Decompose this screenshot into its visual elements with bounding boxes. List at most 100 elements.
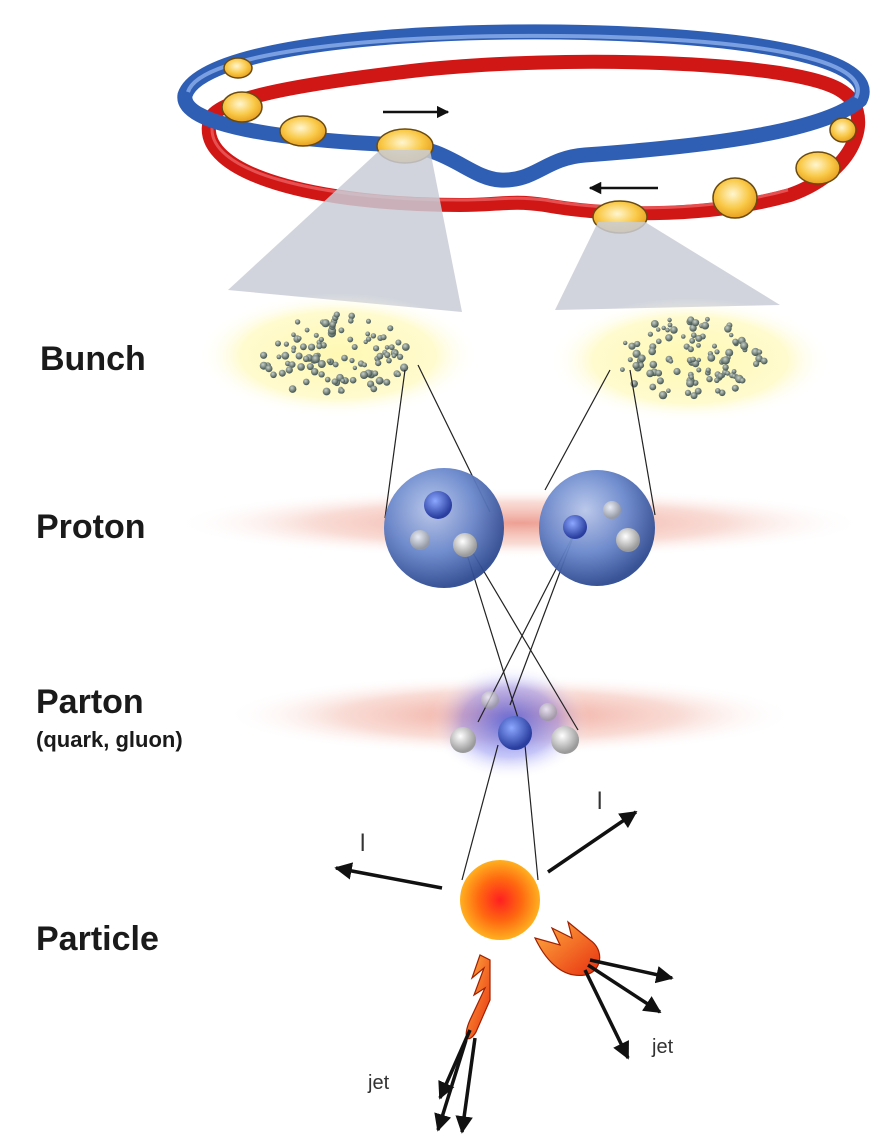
bunch-particle-dot [740, 378, 746, 384]
bunch-particle-dot [620, 367, 625, 372]
bunch-particle-dot [383, 379, 390, 386]
bunch-particle-dot [291, 332, 296, 337]
bunch-particle-dot [650, 361, 658, 369]
bunch-particle-dot [325, 377, 331, 383]
bunch-particle-dot [732, 385, 739, 392]
bunch-particle-dot [300, 343, 307, 350]
bunch-particle-dot [371, 333, 376, 338]
bunch-particle-dot [318, 371, 324, 377]
bunch-particle-dot [329, 321, 336, 328]
bunch-particle-dot [668, 323, 673, 328]
bunch-particle-dot [385, 345, 390, 350]
bunch-particle-dot [316, 343, 322, 349]
bunch-particle-dot [753, 361, 759, 367]
bunch-particle-dot [670, 326, 678, 334]
proton-glow-band [175, 488, 865, 558]
bunch-marker [713, 178, 757, 218]
bunch-particle-dot [665, 328, 670, 333]
bunch-particle-dot [628, 357, 633, 362]
bunch-particle-dot [646, 370, 654, 378]
jet-label-right: jet [652, 1036, 673, 1059]
bunch-particle-dot [701, 322, 709, 330]
bunch-particle-dot [685, 390, 691, 396]
bunch-particle-dot [691, 332, 697, 338]
bunch-particle-dot [362, 362, 367, 367]
bunch-particle-dot [649, 384, 656, 391]
bunch-particle-dot [697, 358, 701, 362]
bunch-particle-dot [297, 363, 305, 371]
bunch-particle-dot [372, 370, 378, 376]
bunch-particle-dot [322, 319, 330, 327]
bunch-particle-dot [376, 377, 384, 385]
bunch-particle-dot [692, 319, 699, 326]
lepton-arrow-left [336, 868, 442, 888]
proton-left [384, 468, 504, 588]
bunch-particle-dot [666, 388, 671, 393]
bunch-particle-dot [655, 370, 662, 377]
bunch-particle-dot [648, 332, 653, 337]
bunch-particle-dot [395, 340, 401, 346]
bunch-particle-dot [260, 352, 267, 359]
bunch-particle-dot [689, 375, 694, 380]
bunch-particle-dot [632, 362, 639, 369]
bunch-particle-dot [396, 372, 401, 377]
bunch-particle-dot [722, 364, 728, 370]
bunch-particle-dot [656, 339, 662, 345]
jet-left [438, 955, 490, 1132]
bunch-particle-dot [757, 349, 762, 354]
bunch-particle-dot [339, 327, 345, 333]
bunch-particle-dot [706, 376, 712, 382]
bunch-particle-dot [696, 343, 701, 348]
bunch-particle-dot [665, 334, 672, 341]
bunch-particle-dot [638, 355, 646, 363]
bunch-particle-dot [714, 349, 719, 354]
bunch-particle-dot [366, 336, 371, 341]
bunch-particle-dot [706, 368, 711, 373]
bunch-particle-dot [312, 355, 320, 363]
bunch-particle-dot [673, 368, 680, 375]
bunch-particle-dot [370, 386, 377, 393]
bunch-particle-dot [696, 368, 701, 373]
bunch-particle-dot [365, 332, 370, 337]
bunch-particle-dot [712, 344, 717, 349]
bunch-particle-dot [648, 348, 656, 356]
bunch-particle-dot [392, 353, 397, 358]
bunch-particle-dot [284, 342, 289, 347]
bunch-particle-dot [717, 373, 723, 379]
bunch-particle-dot [303, 379, 310, 386]
bunch-particle-dot [297, 336, 302, 341]
bunch-particle-dot [634, 341, 640, 347]
bunch-particle-dot [724, 325, 732, 333]
bunch-particle-dot [690, 357, 696, 363]
bunch-particle-dot [366, 319, 371, 324]
bunch-particle-dot [389, 344, 395, 350]
bunch-particle-dot [729, 333, 733, 337]
proton-right [539, 470, 655, 586]
bunch-particle-dot [303, 356, 309, 362]
bunch-particle-dot [305, 328, 310, 333]
bunch-marker [224, 58, 252, 78]
bunch-particle-dot [341, 379, 346, 384]
bunch-particle-dot [373, 345, 379, 351]
bunch-particle-dot [740, 342, 748, 350]
bunch-particle-dot [657, 377, 664, 384]
bunch-particle-dot [623, 341, 627, 345]
bunch-particle-dot [333, 362, 339, 368]
bunch-particle-dot [289, 385, 297, 393]
parton-label: Parton [36, 683, 144, 722]
bunch-particle-dot [334, 312, 340, 318]
jet-label-left: jet [368, 1072, 389, 1095]
bunch-particle-dot [668, 359, 673, 364]
bunch-particle-dot [659, 391, 667, 399]
proton-label: Proton [36, 508, 146, 547]
bunch-particle-dot [349, 358, 354, 363]
bunch-marker [280, 116, 326, 146]
bunch-particle-dot [384, 352, 390, 358]
bunch-particle-dot [341, 355, 348, 362]
bunch-particle-dot [651, 320, 659, 328]
lepton-arrow-right [548, 812, 636, 872]
bunch-marker [222, 92, 262, 122]
bunch-particle-dot [681, 334, 686, 339]
